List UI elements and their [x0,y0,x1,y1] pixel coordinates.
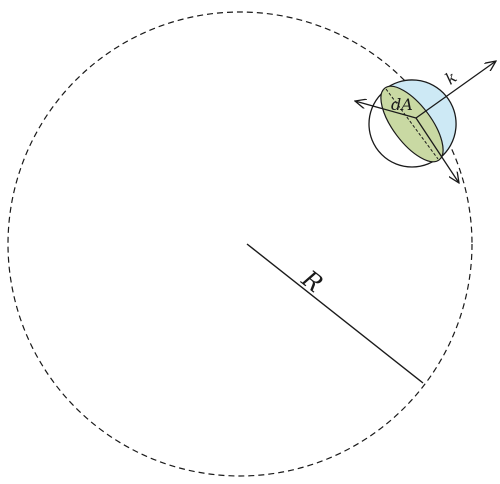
area-label: dA [391,95,413,114]
radius-line [246,243,424,384]
tangent-arrow-down [415,117,459,183]
tangent-arrow-left [355,101,417,119]
wavevector-arrow [415,61,496,119]
area-element-disk [380,85,444,163]
disk-diameter-dashed [385,88,439,160]
large-dashed-circle [7,11,473,477]
radius-label: R [296,264,328,298]
wavevector-label: k [441,67,460,88]
